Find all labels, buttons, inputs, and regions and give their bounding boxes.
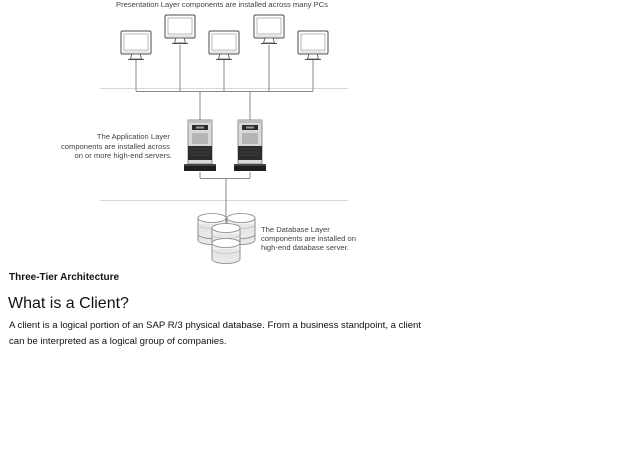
database-layer-label: The Database Layer components are instal… xyxy=(261,225,358,252)
monitor-icon xyxy=(164,14,196,44)
presentation-layer-label: Presentation Layer components are instal… xyxy=(116,0,328,9)
monitor-icon xyxy=(120,30,152,60)
monitor-icon xyxy=(208,30,240,60)
monitor-icon xyxy=(253,14,285,44)
network-lines xyxy=(135,45,314,222)
server-tower-icon xyxy=(233,119,267,172)
figure-caption: Three-Tier Architecture xyxy=(9,272,120,283)
monitor-icon xyxy=(297,30,329,60)
section-paragraph: A client is a logical portion of an SAP … xyxy=(9,320,422,347)
three-tier-architecture-diagram: Presentation Layer components are instal… xyxy=(61,0,358,264)
server-tower-icon xyxy=(183,119,217,172)
application-layer-label: The Application Layer components are ins… xyxy=(61,132,172,160)
section-heading: What is a Client? xyxy=(8,295,129,312)
